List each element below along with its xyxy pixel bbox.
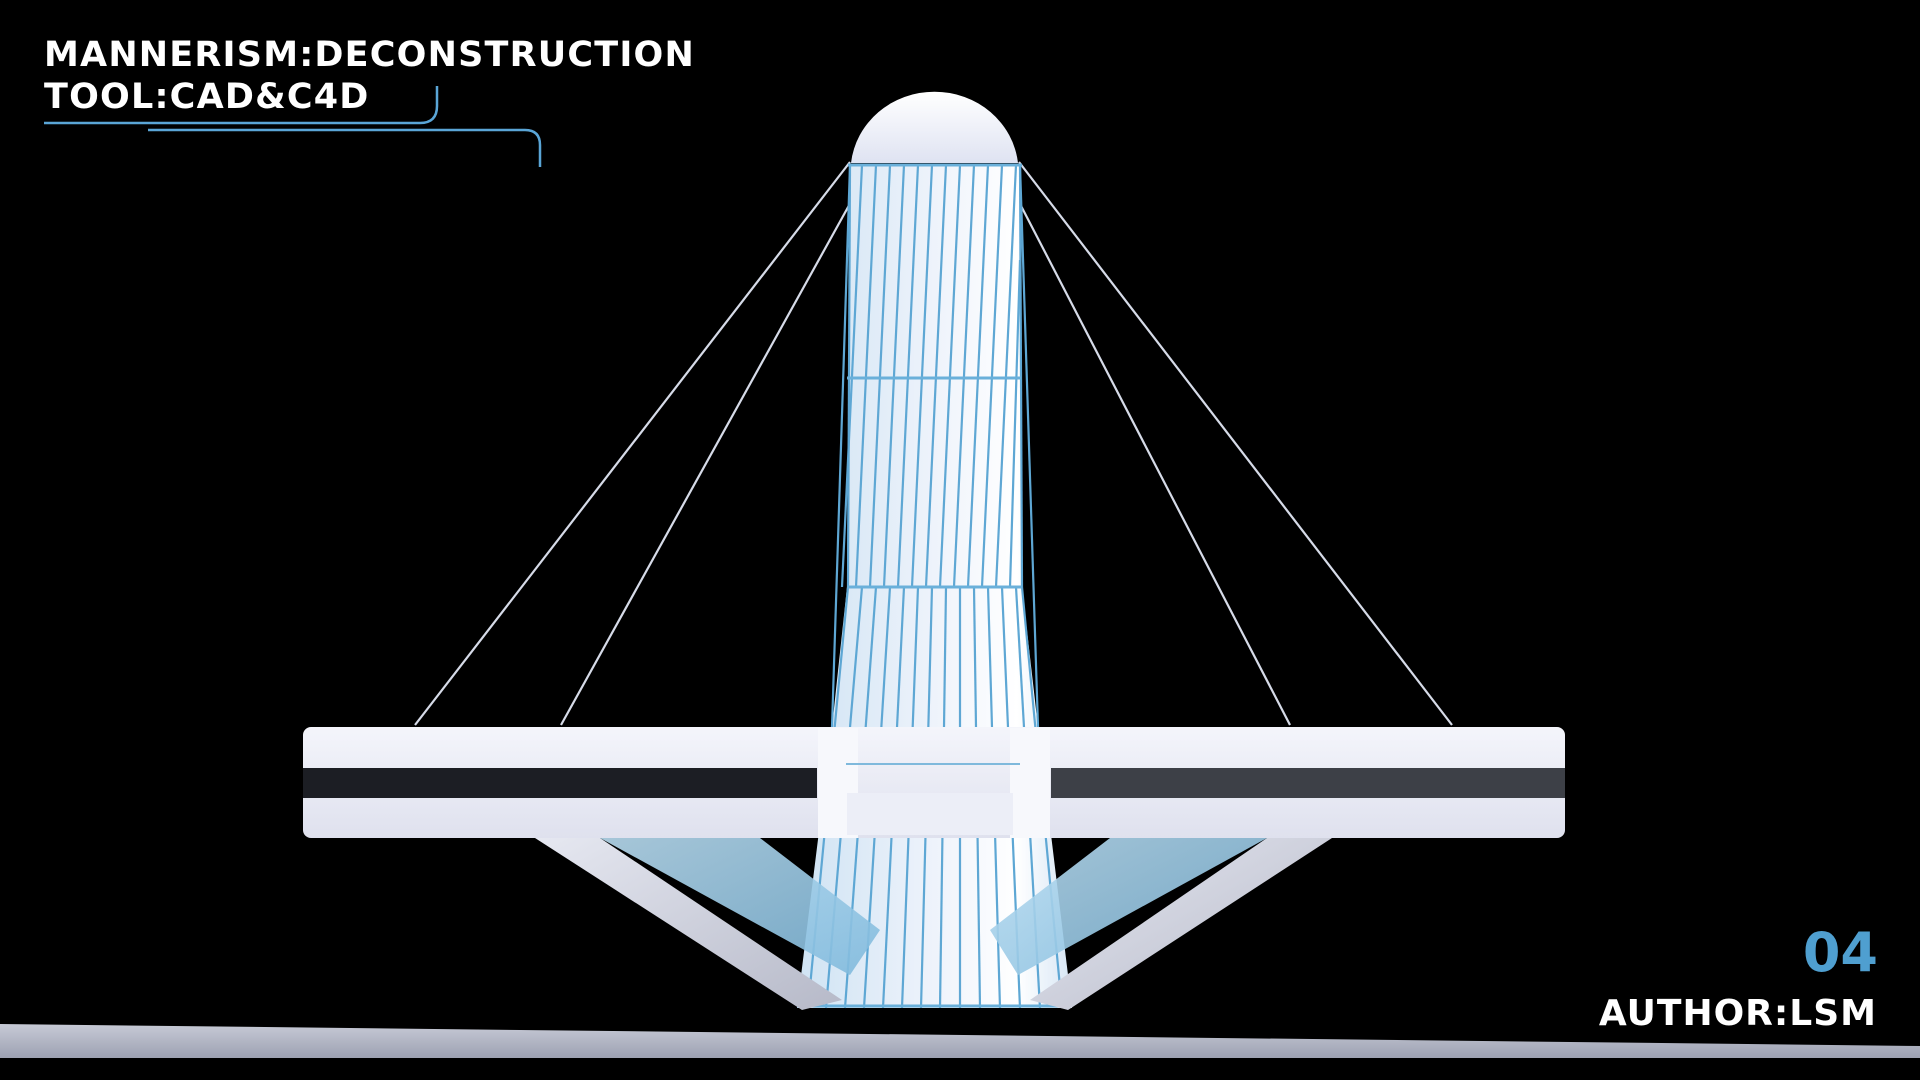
ground-plane (0, 1024, 1920, 1058)
diagonal-struts (535, 838, 1332, 1010)
author-label: AUTHOR:LSM (1598, 993, 1877, 1034)
project-title: MANNERISM:DECONSTRUCTION (44, 35, 695, 75)
dome (851, 91, 1018, 163)
stay-cables (414, 161, 1453, 726)
page-number: 04 (1802, 921, 1878, 984)
platform (303, 727, 1565, 838)
header-decoration-lines (44, 86, 542, 167)
lattice-shaft (797, 163, 1072, 1009)
tool-label: TOOL:CAD&C4D (44, 77, 370, 117)
